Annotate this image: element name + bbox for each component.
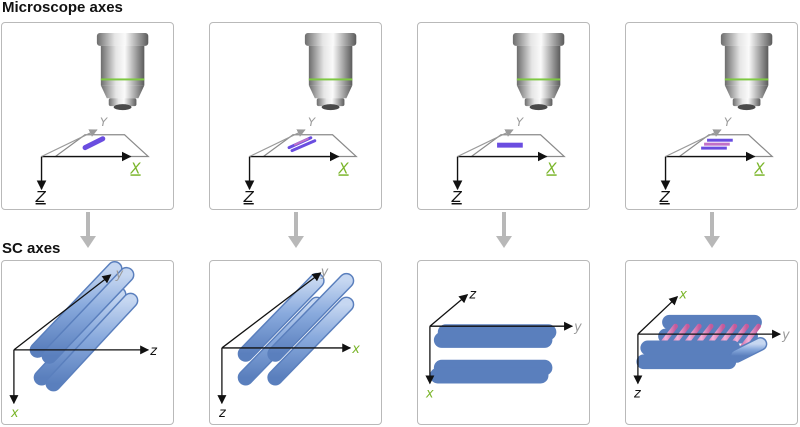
down-arrow-icon — [288, 212, 304, 248]
axis-label-y: y — [781, 328, 790, 343]
axis-label-x: x — [425, 386, 434, 401]
axis-label-x: x — [10, 406, 19, 421]
axis-label-y: Y — [100, 115, 109, 129]
axis-label-x: X — [337, 160, 349, 177]
sample-bar — [294, 137, 309, 146]
synaptonemal-complex — [29, 261, 139, 392]
sample-bar — [704, 142, 730, 146]
down-arrow-icon — [496, 212, 512, 248]
sc-axes-heading: SC axes — [2, 240, 61, 257]
axis-label-y: Y — [516, 115, 525, 129]
sample-bar — [497, 142, 523, 148]
sample-bar — [290, 139, 317, 153]
axis-label-y: Y — [308, 115, 317, 129]
axis-label-z: Z — [243, 189, 255, 206]
axis-label-y: y — [573, 320, 582, 335]
microscope-panel-1: X Y Z — [1, 22, 174, 210]
axis-label-z: z — [218, 406, 226, 421]
axis-label-y: y — [320, 265, 329, 280]
objective-lens-icon — [720, 32, 773, 111]
synaptonemal-complex — [237, 272, 357, 386]
axis-label-z: z — [633, 386, 641, 401]
axis-label-x: X — [753, 160, 765, 177]
microscope-axes-heading: Microscope axes — [2, 0, 123, 16]
axis-label-x: X — [545, 160, 557, 177]
down-arrow-icon — [80, 212, 96, 248]
axis-label-z: z — [149, 344, 157, 359]
microscope-panel-4: X Y Z — [625, 22, 798, 210]
axis-label-y: y — [115, 267, 124, 282]
microscope-panel-2: X Y Z — [209, 22, 382, 210]
sc-panel-3: z y x — [417, 260, 590, 425]
down-arrow-icon — [704, 212, 720, 248]
axis-label-z: z — [468, 288, 476, 303]
sample-bar — [82, 136, 106, 151]
synaptonemal-complex — [429, 324, 557, 384]
sc-panel-4: x y z — [625, 260, 798, 425]
sample-bar — [707, 138, 733, 142]
objective-lens-icon — [96, 32, 149, 111]
synaptonemal-complex — [636, 314, 768, 370]
axis-label-x: x — [678, 288, 687, 303]
microscope-panel-3: X Y Z — [417, 22, 590, 210]
axis-label-z: Z — [659, 189, 671, 206]
axis-label-x: x — [351, 342, 360, 357]
axis-label-x: X — [129, 160, 141, 177]
sc-panel-2: y x z — [209, 260, 382, 425]
sample-bar — [701, 146, 727, 150]
slide — [677, 134, 774, 158]
objective-lens-icon — [512, 32, 565, 111]
sc-panel-1: y z x — [1, 260, 174, 425]
axis-label-y: Y — [724, 115, 733, 129]
objective-lens-icon — [304, 32, 357, 111]
axis-label-z: Z — [451, 189, 463, 206]
axis-label-z: Z — [35, 189, 47, 206]
